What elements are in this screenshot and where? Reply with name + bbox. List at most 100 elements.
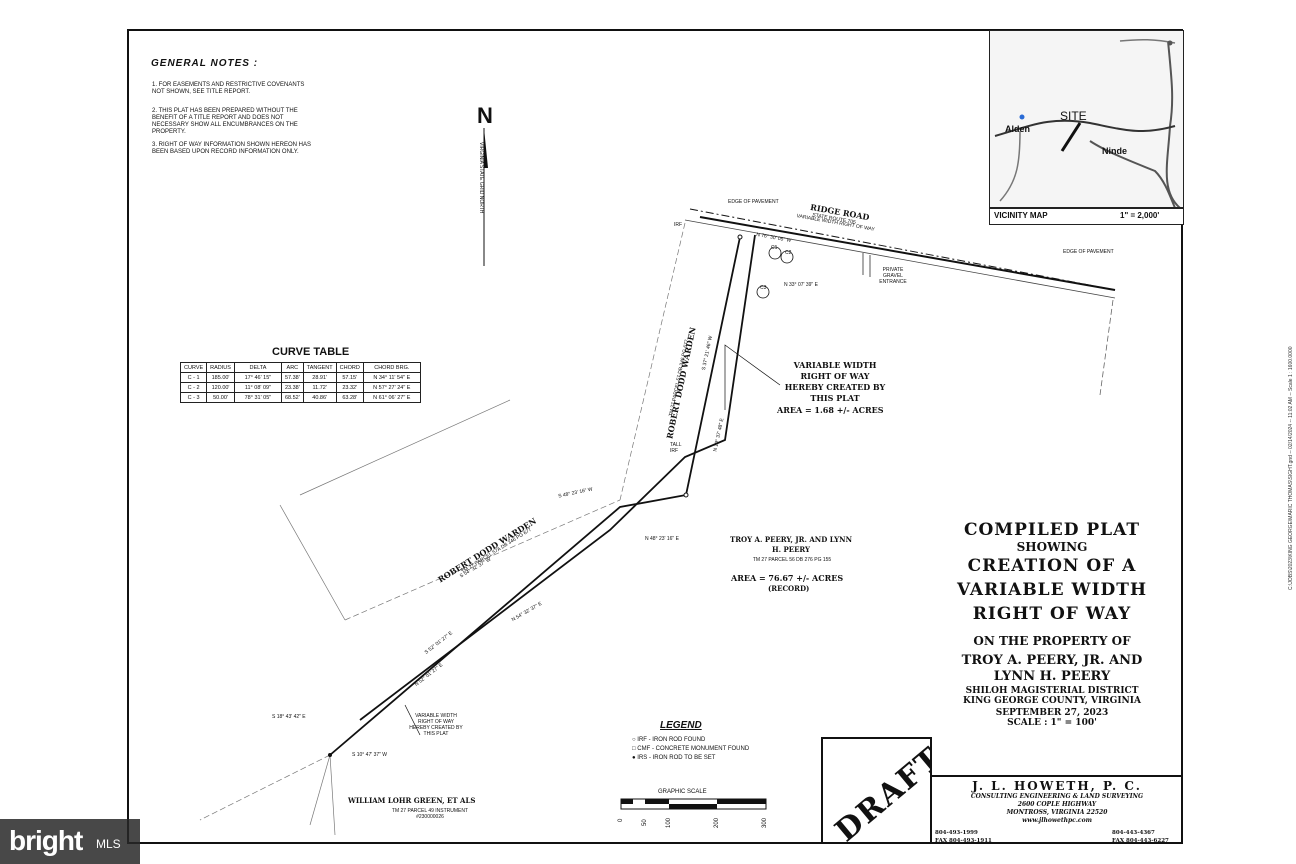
owner-green: WILLIAM LOHR GREEN, ET ALS [348, 796, 476, 805]
tall-irf-label: TALL IRF [670, 442, 682, 454]
adjoiner-line-5 [199, 754, 331, 821]
graphic-scale-title: GRAPHIC SCALE [658, 789, 707, 795]
legend-item-cmf: □ CMF - CONCRETE MONUMENT FOUND [632, 746, 750, 752]
title-line-scale: SCALE : 1" = 100' [1007, 718, 1097, 728]
draft-text: DRAFT [828, 740, 932, 844]
firm-address: 2600 COPLE HIGHWAY [1017, 801, 1097, 808]
firm-fax-right: FAX 804-443-6227 [1112, 838, 1169, 844]
firm-phone-left: 804-493-1999 [935, 830, 978, 836]
row-area: AREA = 1.68 +/- ACRES [777, 405, 884, 415]
road-edge-of-pavement [699, 216, 1116, 291]
plat-drawing [199, 208, 1116, 835]
curve-c1-marker [768, 246, 782, 260]
legend-title: LEGEND [660, 720, 702, 731]
adjoiner-line-1 [279, 504, 346, 621]
general-notes-title: GENERAL NOTES : [151, 58, 259, 69]
edge-pavement-label-1: EDGE OF PAVEMENT [728, 199, 779, 205]
firm-discipline: CONSULTING ENGINEERING & LAND SURVEYING [970, 793, 1144, 800]
row-callout: VARIABLE WIDTH RIGHT OF WAY HEREBY CREAT… [784, 360, 886, 403]
curve-c3-marker [756, 285, 770, 299]
curve-c1-label: C1 [771, 245, 778, 251]
vicinity-ninde-label: Ninde [1102, 146, 1128, 156]
title-line-date: SEPTEMBER 27, 2023 [995, 708, 1109, 718]
graphic-scale-bar [620, 798, 767, 810]
north-arrow-letter: N [477, 103, 493, 128]
adjoiner-line-4 [309, 754, 331, 826]
peery-area: AREA = 76.67 +/- ACRES [731, 573, 844, 583]
iron-rod-found-icon [737, 234, 743, 240]
bearing-n48: N 48° 23' 16" E [645, 536, 679, 542]
bearing-s10: S 10° 47' 37" W [352, 752, 388, 758]
adjoiner-line-3 [344, 499, 621, 621]
general-note-1: 1. FOR EASEMENTS AND RESTRICTIVE COVENAN… [152, 82, 305, 95]
adjoiner-line-warden [619, 222, 686, 501]
title-line-owner-2: LYNN H. PEERY [993, 669, 1111, 684]
title-line-showing: SHOWING [1016, 540, 1088, 554]
firm-fax-left: FAX 804-493-1911 [935, 838, 992, 844]
north-arrow-icon [483, 128, 488, 266]
table-row: C - 3 50.00' 78° 31' 05" 68.52' 40.86' 6… [179, 392, 421, 403]
title-line-owner-1: TROY A. PEERY, JR. AND [961, 653, 1143, 668]
curve-table: CURVE RADIUS DELTA ARC TANGENT CHORD CHO… [179, 362, 421, 403]
title-line-variable-width: VARIABLE WIDTH [956, 580, 1148, 600]
watermark-mls: MLS [96, 837, 121, 851]
legend-irf-text: IRF - IRON ROD FOUND [637, 737, 706, 743]
scale-tick-100: 100 [666, 817, 672, 828]
vicinity-site-label: SITE [1060, 109, 1087, 123]
firm-website: www.jlhowethpc.com [1022, 817, 1092, 824]
title-line-on-property: ON THE PROPERTY OF [973, 634, 1131, 648]
curve-cell: C - 3 [179, 392, 208, 403]
row-east-line [359, 234, 756, 721]
legend-item-irf: ○ IRF - IRON ROD FOUND [632, 737, 706, 743]
title-line-district: SHILOH MAGISTERIAL DISTRICT [965, 686, 1139, 696]
vicinity-alden-label: Alden [1005, 124, 1031, 134]
iron-rod-to-be-set-icon [328, 753, 332, 757]
scale-tick-50: 50 [642, 819, 648, 826]
row-west-line [329, 236, 741, 756]
road-right-of-way-line [684, 219, 1116, 299]
scale-tick-300: 300 [762, 817, 768, 828]
firm-city: MONTROSS, VIRGINIA 22520 [1006, 809, 1108, 816]
general-note-3: 3. RIGHT OF WAY INFORMATION SHOWN HEREON… [152, 142, 312, 155]
firm-name: J. L. HOWETH, P. C. [972, 779, 1142, 793]
file-path-label: C:\JOBS\2023\KING GEORGE\MARIC THOMAS\SI… [1288, 346, 1294, 590]
peery-area-record: (RECORD) [768, 584, 810, 593]
legend-item-irs: ● IRS - IRON ROD TO BE SET [632, 755, 716, 761]
curve-cell: N 61° 06' 27" E [362, 392, 421, 403]
vicinity-map-title: VICINITY MAP [994, 211, 1048, 220]
scale-tick-200: 200 [714, 817, 720, 828]
legend-cmf-text: CMF - CONCRETE MONUMENT FOUND [637, 746, 750, 752]
curve-c2-label: C2 [785, 250, 792, 256]
irf-label: IRF [674, 222, 683, 228]
vicinity-map-caption: VICINITY MAP 1" = 2,000' [989, 207, 1184, 225]
iron-rod-found-icon [683, 492, 689, 498]
row-small-callout-leader [404, 704, 421, 736]
property-line-east [1099, 299, 1114, 396]
scale-tick-0: 0 [618, 818, 624, 822]
watermark-brand: bright [9, 825, 83, 856]
bearing-s18: S 18° 43' 42" E [272, 714, 306, 720]
table-row: C - 2 120.00' 11° 08' 09" 23.38' 11.72' … [179, 382, 421, 393]
title-line-compiled-plat: COMPILED PLAT [963, 520, 1141, 540]
row-callout-leader [724, 344, 781, 410]
vicinity-map-roads [994, 38, 1181, 208]
firm-block: J. L. HOWETH, P. C. CONSULTING ENGINEERI… [932, 775, 1182, 846]
title-line-right-of-way: RIGHT OF WAY [972, 604, 1132, 624]
adjoiner-line-2 [299, 399, 511, 496]
row-small-callout: VARIABLE WIDTH RIGHT OF WAY HEREBY CREAT… [409, 713, 463, 737]
curve-cell: 63.28' [335, 392, 364, 403]
curve-table-title: CURVE TABLE [272, 346, 350, 358]
owner-green-record: TM 27 PARCEL 49 INSTRUMENT #230000026 [391, 808, 469, 820]
title-line-creation: CREATION OF A [967, 556, 1137, 576]
curve-c3-label: C3 [760, 285, 767, 291]
legend-irs-text: IRS - IRON ROD TO BE SET [637, 755, 716, 761]
bearing-n33: N 33° 07' 39" E [784, 282, 818, 288]
private-entrance-label: PRIVATE GRAVEL ENTRANCE [879, 267, 907, 285]
vicinity-map: SITE Alden Ninde [989, 30, 1184, 209]
owner-peery-record: TM 27 PARCEL 56 DB 276 PG 155 [752, 557, 832, 563]
general-note-2: 2. THIS PLAT HAS BEEN PREPARED WITHOUT T… [152, 108, 298, 135]
title-block: COMPILED PLAT SHOWING CREATION OF A VARI… [932, 520, 1172, 728]
vicinity-map-scale: 1" = 2,000' [1120, 211, 1160, 220]
draft-stamp: DRAFT [821, 737, 932, 844]
mls-watermark: bright MLS [0, 819, 140, 864]
